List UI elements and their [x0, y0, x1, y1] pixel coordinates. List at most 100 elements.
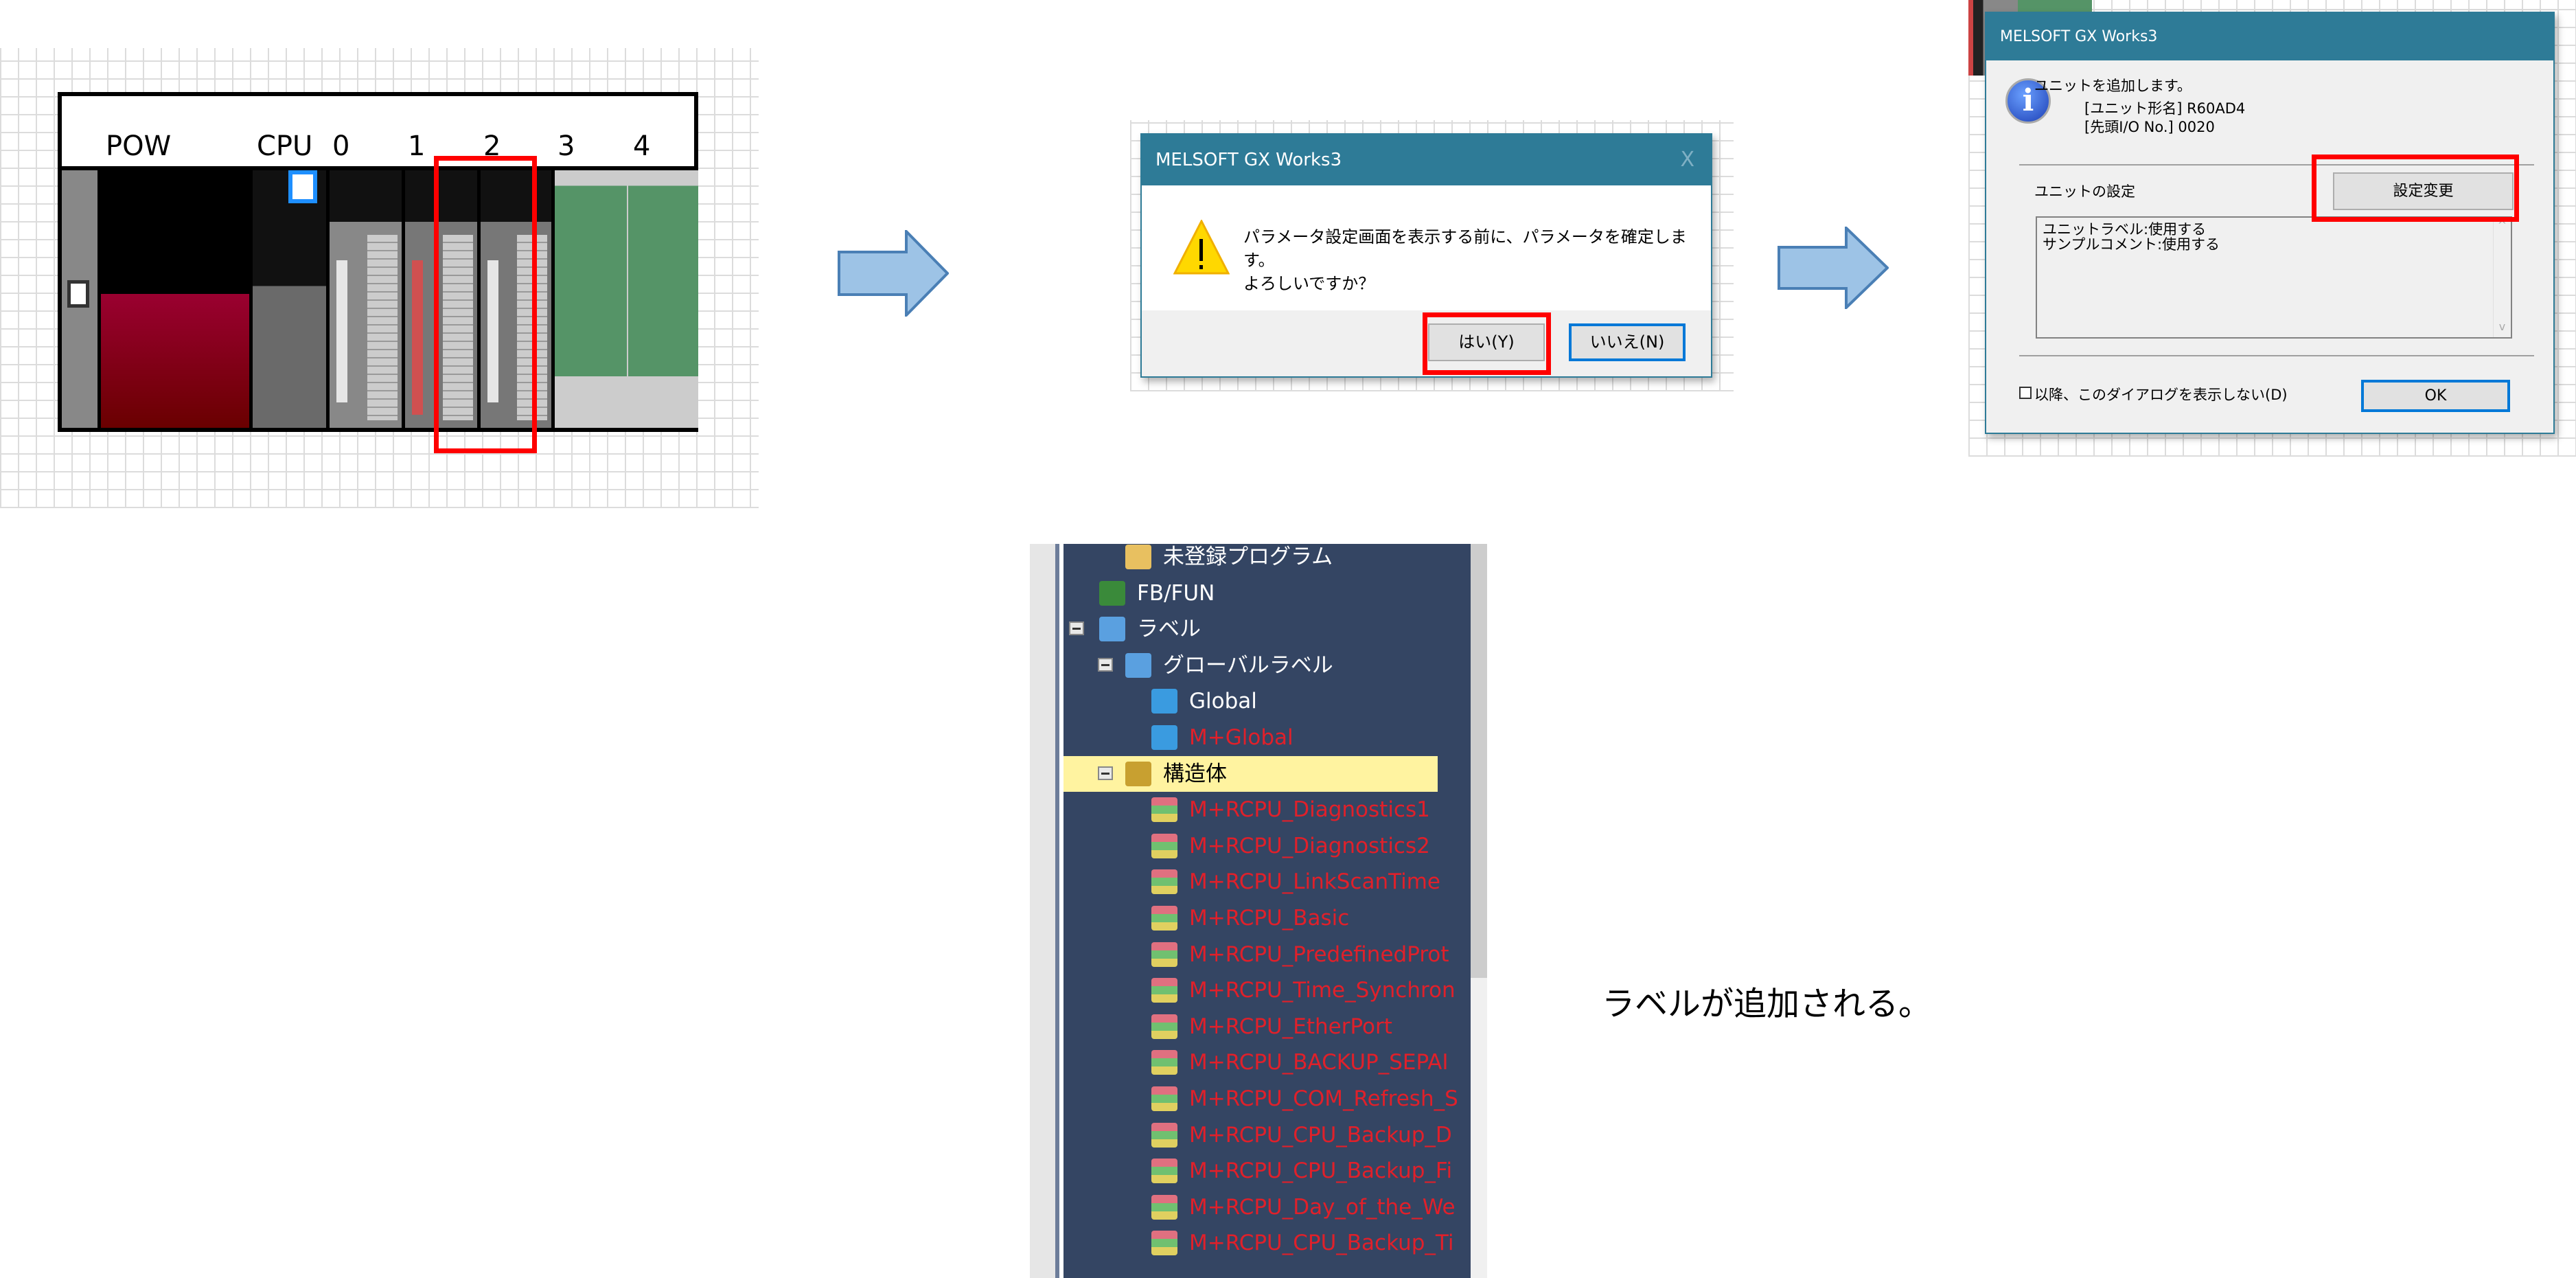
- structure-icon: [1151, 1231, 1177, 1256]
- structure-icon: [1151, 833, 1177, 858]
- listbox-scrollbar[interactable]: ^v: [2493, 218, 2511, 337]
- tree-item[interactable]: ラベル: [1063, 611, 1471, 647]
- tree-item[interactable]: 構造体: [1063, 755, 1438, 792]
- close-icon[interactable]: X: [1680, 148, 1694, 172]
- label-icon: [1125, 652, 1151, 678]
- tree-item-label: FB/FUN: [1137, 580, 1215, 606]
- tree-item-label: Global: [1189, 689, 1257, 714]
- tree-item[interactable]: M+RCPU_EtherPort: [1063, 1009, 1471, 1045]
- dialog-body: パラメータ設定画面を表示する前に、パラメータを確定します。 よろしいですか？: [1142, 185, 1711, 310]
- collapse-icon[interactable]: [1098, 657, 1113, 672]
- no-button[interactable]: いいえ(N): [1569, 323, 1686, 361]
- warning-icon: [1173, 220, 1230, 275]
- label-icon: [1099, 617, 1125, 642]
- fb-fun-icon: [1099, 580, 1125, 606]
- yes-button[interactable]: はい(Y): [1428, 323, 1545, 361]
- ok-button[interactable]: OK: [2361, 380, 2510, 412]
- tree-item-label: M+Global: [1189, 725, 1293, 750]
- structure-icon: [1151, 978, 1177, 1003]
- tree-item-label: M+RCPU_LinkScanTime: [1189, 869, 1440, 895]
- settings-line: サンプルコメント:使用する: [2043, 236, 2220, 253]
- tree-item[interactable]: 未登録プログラム: [1063, 544, 1471, 575]
- structure-icon: [1151, 1014, 1177, 1039]
- empty-slot-4[interactable]: [627, 170, 698, 428]
- tree-item-label: グローバルラベル: [1163, 652, 1333, 678]
- tree-item-label: M+RCPU_Diagnostics1: [1189, 797, 1430, 823]
- change-settings-button[interactable]: 設定変更: [2333, 172, 2514, 210]
- add-unit-message: ユニットを追加します。: [2034, 78, 2192, 94]
- tree-item[interactable]: M+RCPU_COM_Refresh_S: [1063, 1081, 1471, 1117]
- tree-item-label: M+RCPU_PredefinedProt: [1189, 942, 1449, 967]
- tree-item[interactable]: M+RCPU_CPU_Backup_Fi: [1063, 1153, 1471, 1189]
- tree-item[interactable]: M+RCPU_CPU_Backup_Ti: [1063, 1225, 1471, 1261]
- structure-icon: [1151, 797, 1177, 823]
- tree-item[interactable]: FB/FUN: [1063, 575, 1471, 611]
- tree-item-label: M+RCPU_CPU_Backup_Ti: [1189, 1231, 1454, 1256]
- module-slot-1[interactable]: [402, 170, 477, 428]
- dont-show-label[interactable]: 以降、このダイアログを表示しない(D): [2034, 387, 2288, 403]
- label-icon: [1151, 725, 1177, 750]
- collapse-icon[interactable]: [1098, 766, 1113, 780]
- highlight-yes-button: [1423, 312, 1551, 375]
- scroll-down-icon[interactable]: v: [2498, 320, 2506, 333]
- tree-item-label: M+RCPU_CPU_Backup_D: [1189, 1122, 1452, 1148]
- tree-scrollbar[interactable]: [1471, 544, 1487, 1278]
- tree-item[interactable]: M+RCPU_PredefinedProt: [1063, 937, 1471, 972]
- plc-rack: POW CPU 0 1 2 3 4: [58, 92, 698, 432]
- collapse-icon[interactable]: [1069, 621, 1084, 636]
- cpu-module[interactable]: [249, 170, 326, 428]
- tree-item-label: 未登録プログラム: [1163, 545, 1333, 569]
- slot-label-3: 3: [557, 130, 575, 162]
- highlight-change-settings: [2312, 155, 2519, 222]
- tree-item[interactable]: M+RCPU_Diagnostics2: [1063, 828, 1471, 864]
- slot-label-1: 1: [408, 130, 426, 162]
- structure-icon: [1151, 1050, 1177, 1075]
- slot-label-pow: POW: [106, 130, 172, 162]
- rack-base-end: [62, 170, 97, 428]
- unit-model-label: [ユニット形名]: [2084, 100, 2183, 117]
- rack-header: POW CPU 0 1 2 3 4: [62, 96, 694, 170]
- unit-model-value: R60AD4: [2187, 100, 2246, 117]
- highlight-slot-2: [434, 156, 537, 453]
- tree-item[interactable]: M+RCPU_BACKUP_SEPAI: [1063, 1045, 1471, 1080]
- tree-item-label: 構造体: [1163, 761, 1227, 786]
- tree-item-label: ラベル: [1137, 617, 1201, 642]
- dont-show-checkbox[interactable]: [2019, 387, 2032, 399]
- tree-item[interactable]: M+RCPU_LinkScanTime: [1063, 864, 1471, 900]
- tree-item-label: M+RCPU_Basic: [1189, 906, 1350, 931]
- module-slot-0[interactable]: [326, 170, 402, 428]
- scrollbar-thumb[interactable]: [1471, 544, 1487, 978]
- dialog-message: パラメータ設定画面を表示する前に、パラメータを確定します。: [1243, 227, 1687, 270]
- tree-item-label: M+RCPU_Diagnostics2: [1189, 833, 1430, 858]
- label-icon: [1151, 689, 1177, 714]
- structure-icon: [1151, 869, 1177, 895]
- tree-item[interactable]: M+RCPU_Day_of_the_We: [1063, 1189, 1471, 1225]
- structure-icon: [1151, 942, 1177, 967]
- empty-slot-3[interactable]: [551, 170, 627, 428]
- tree-item-label: M+RCPU_CPU_Backup_Fi: [1189, 1159, 1453, 1184]
- tree-item[interactable]: M+RCPU_CPU_Backup_D: [1063, 1117, 1471, 1153]
- tree-left-strip: [1030, 544, 1059, 1278]
- tree-item[interactable]: M+RCPU_Time_Synchron: [1063, 972, 1471, 1008]
- unit-settings-label: ユニットの設定: [2034, 183, 2135, 200]
- caption: ラベルが追加される。: [1602, 985, 1932, 1023]
- tree-item[interactable]: M+RCPU_Basic: [1063, 900, 1471, 936]
- tree-item[interactable]: M+Global: [1063, 720, 1471, 755]
- structure-icon: [1151, 1159, 1177, 1184]
- tree-item[interactable]: Global: [1063, 683, 1471, 719]
- dialog-title: MELSOFT GX Works3: [1986, 13, 2553, 60]
- power-module[interactable]: [97, 170, 249, 428]
- tree-item-label: M+RCPU_BACKUP_SEPAI: [1189, 1050, 1449, 1075]
- tree-item-label: M+RCPU_Time_Synchron: [1189, 978, 1456, 1003]
- tree-item-label: M+RCPU_COM_Refresh_S: [1189, 1086, 1458, 1111]
- label-icon: [1125, 761, 1151, 786]
- tree-item[interactable]: M+RCPU_Diagnostics1: [1063, 792, 1471, 828]
- tree-item[interactable]: グローバルラベル: [1063, 648, 1471, 683]
- settings-listbox[interactable]: ユニットラベル:使用する サンプルコメント:使用する ^v: [2036, 216, 2512, 339]
- add-unit-dialog: MELSOFT GX Works3 i ユニットを追加します。 [ユニット形名]…: [1985, 12, 2555, 434]
- structure-icon: [1151, 1194, 1177, 1220]
- info-icon: i: [2005, 78, 2051, 124]
- start-io-value: 0020: [2178, 119, 2215, 135]
